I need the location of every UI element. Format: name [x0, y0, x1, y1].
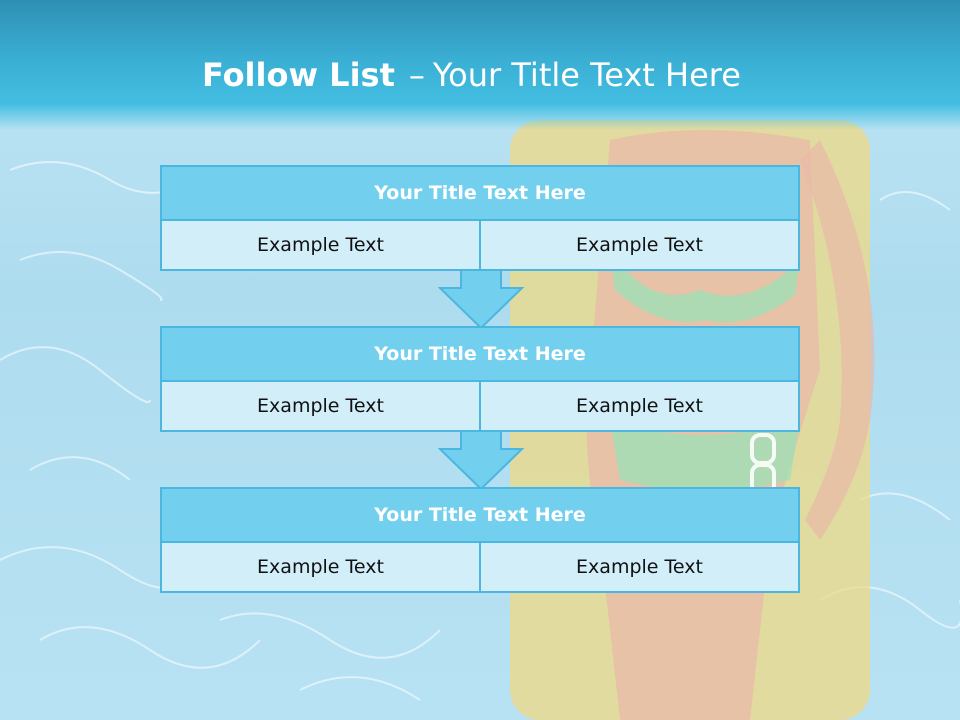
- page-title: Follow List–Your Title Text Here: [202, 55, 741, 95]
- list-block-1: Your Title Text Here Example Text Exampl…: [160, 165, 800, 271]
- down-arrow-icon: [438, 431, 524, 491]
- title-rest: Your Title Text Here: [432, 56, 741, 94]
- block-row: Example Text Example Text: [160, 543, 800, 593]
- block-cell-right: Example Text: [481, 221, 800, 271]
- block-cell-left: Example Text: [160, 221, 481, 271]
- block-row: Example Text Example Text: [160, 382, 800, 432]
- down-arrow-icon: [438, 270, 524, 330]
- block-cell-left: Example Text: [160, 543, 481, 593]
- header-band: [0, 0, 960, 130]
- block-title: Your Title Text Here: [160, 487, 800, 543]
- block-cell-right: Example Text: [481, 543, 800, 593]
- block-title: Your Title Text Here: [160, 165, 800, 221]
- block-cell-left: Example Text: [160, 382, 481, 432]
- list-block-2: Your Title Text Here Example Text Exampl…: [160, 326, 800, 432]
- block-title: Your Title Text Here: [160, 326, 800, 382]
- title-dash: –: [408, 56, 425, 94]
- list-block-3: Your Title Text Here Example Text Exampl…: [160, 487, 800, 593]
- title-bold-part: Follow List: [202, 56, 395, 94]
- block-cell-right: Example Text: [481, 382, 800, 432]
- block-row: Example Text Example Text: [160, 221, 800, 271]
